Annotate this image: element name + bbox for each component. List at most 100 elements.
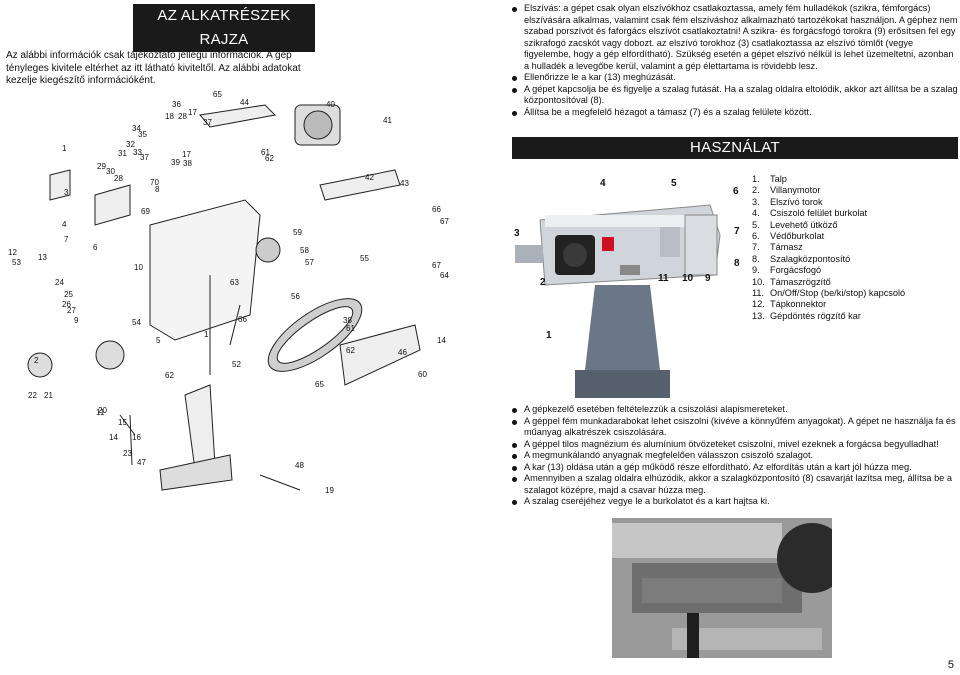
part-label: Csiszoló felület burkolat xyxy=(770,208,868,219)
diagram-part-label: 10 xyxy=(134,263,143,272)
diagram-part-label: 62 xyxy=(346,346,355,355)
parts-drawing-title: AZ ALKATRÉSZEK RAJZA xyxy=(133,4,315,52)
parts-list-item: 11.On/Off/Stop (be/ki/stop) kapcsoló xyxy=(752,288,957,299)
part-label: On/Off/Stop (be/ki/stop) kapcsoló xyxy=(770,288,906,299)
bullet-item: A gépet kapcsolja be és figyelje a szala… xyxy=(510,84,958,107)
photo-callout: 6 xyxy=(733,186,739,197)
diagram-part-label: 17 xyxy=(182,150,191,159)
part-label: Forgácsfogó xyxy=(770,265,822,276)
diagram-part-label: 32 xyxy=(126,140,135,149)
photo-callout: 7 xyxy=(734,226,740,237)
diagram-part-label: 41 xyxy=(383,116,392,125)
part-number: 6. xyxy=(752,231,760,242)
parts-list-item: 1. Talp xyxy=(752,174,957,185)
part-label: Védőburkolat xyxy=(770,231,825,242)
diagram-part-label: 59 xyxy=(293,228,302,237)
part-number: 12. xyxy=(752,299,765,310)
diagram-part-label: 11 xyxy=(96,408,105,417)
diagram-part-label: 4 xyxy=(62,220,67,229)
diagram-part-label: 69 xyxy=(141,207,150,216)
diagram-part-label: 38 xyxy=(183,159,192,168)
parts-list-item: 12. Tápkonnektor xyxy=(752,299,957,310)
bullet-item: Ellenőrizze le a kar (13) meghúzását. xyxy=(510,72,958,84)
diagram-part-label: 28 xyxy=(178,112,187,121)
diagram-part-label: 42 xyxy=(365,173,374,182)
diagram-part-label: 64 xyxy=(440,271,449,280)
parts-drawing-intro: Az alábbi információk csak tájékoztató j… xyxy=(6,50,301,86)
diagram-part-label: 24 xyxy=(55,278,64,287)
diagram-part-label: 66 xyxy=(432,205,441,214)
bullet-item: Elszívás: a gépet csak olyan elszívókhoz… xyxy=(510,3,958,72)
diagram-part-label: 30 xyxy=(106,167,115,176)
parts-list-item: 7. Támasz xyxy=(752,242,957,253)
part-number: 13. xyxy=(752,310,765,321)
part-label: Támasz xyxy=(770,242,803,253)
part-number: 10. xyxy=(752,276,765,287)
photo-callout: 1 xyxy=(546,330,552,341)
photo-callout: 10 xyxy=(682,273,694,284)
diagram-part-label: 1 xyxy=(62,144,67,153)
photo-callout: 11 xyxy=(658,273,669,284)
part-number: 4. xyxy=(752,208,760,219)
diagram-part-label: 20 xyxy=(98,406,107,415)
diagram-part-label: 61 xyxy=(261,148,270,157)
diagram-part-label: 57 xyxy=(305,258,314,267)
diagram-part-label: 39 xyxy=(171,158,180,167)
diagram-part-label: 52 xyxy=(232,360,241,369)
parts-list-item: 5. Levehető ütköző xyxy=(752,220,957,231)
part-label: Elszívó torok xyxy=(770,196,823,207)
diagram-part-label: 47 xyxy=(137,458,146,467)
bullet-item: A szalag cseréjéhez vegye le a burkolato… xyxy=(510,496,958,508)
diagram-part-label: 66 xyxy=(238,315,247,324)
diagram-part-label: 60 xyxy=(418,370,427,379)
diagram-part-label: 22 xyxy=(28,391,37,400)
part-label: Szalagközpontosító xyxy=(770,253,851,264)
diagram-part-label: 12 xyxy=(8,248,17,257)
extraction-instructions: Elszívás: a gépet csak olyan elszívókhoz… xyxy=(510,3,958,118)
diagram-part-label: 67 xyxy=(440,217,449,226)
part-number: 3. xyxy=(752,196,760,207)
diagram-part-label: 3 xyxy=(64,188,69,197)
diagram-part-label: 70 xyxy=(150,178,159,187)
photo-callout: 5 xyxy=(671,178,677,189)
diagram-part-label: 14 xyxy=(437,336,446,345)
diagram-part-label: 17 xyxy=(188,108,197,117)
diagram-part-label: 35 xyxy=(138,130,147,139)
parts-list-item: 4. Csiszoló felület burkolat xyxy=(752,208,957,219)
diagram-part-label: 65 xyxy=(213,90,222,99)
diagram-part-label: 55 xyxy=(360,254,369,263)
diagram-part-label: 37 xyxy=(140,153,149,162)
part-number: 5. xyxy=(752,219,760,230)
diagram-part-label: 48 xyxy=(295,461,304,470)
part-label: Villanymotor xyxy=(770,185,821,196)
part-label: Talp xyxy=(770,174,787,184)
part-number: 9. xyxy=(752,265,760,276)
part-number: 8. xyxy=(752,253,760,264)
diagram-part-label: 23 xyxy=(123,449,132,458)
part-label: Tápkonnektor xyxy=(770,299,827,310)
diagram-part-label: 14 xyxy=(109,433,118,442)
usage-instructions: A gépkezelő esetében feltételezzük a csi… xyxy=(510,404,958,508)
bullet-item: Amennyiben a szalag oldalra elhúzódik, a… xyxy=(510,473,958,496)
diagram-part-label: 7 xyxy=(64,235,69,244)
diagram-part-label: 28 xyxy=(114,174,123,183)
diagram-part-label: 40 xyxy=(326,100,335,109)
photo-callout: 8 xyxy=(734,258,740,269)
photo-callout: 2 xyxy=(540,277,546,288)
diagram-part-label: 1 xyxy=(204,330,209,339)
part-label: Levehető ütköző xyxy=(770,219,838,230)
diagram-part-label: 58 xyxy=(300,246,309,255)
diagram-part-label: 63 xyxy=(230,278,239,287)
part-label: Gépdöntés rögzítő kar xyxy=(770,310,861,321)
diagram-part-label: 21 xyxy=(44,391,53,400)
diagram-part-label: 15 xyxy=(118,418,127,427)
diagram-part-label: 31 xyxy=(118,149,127,158)
part-number: 7. xyxy=(752,242,760,253)
diagram-part-label: 27 xyxy=(67,306,76,315)
diagram-part-label: 54 xyxy=(132,318,141,327)
part-number: 1. xyxy=(752,174,760,184)
parts-list-item: 13. Gépdöntés rögzítő kar xyxy=(752,311,957,322)
diagram-part-label: 44 xyxy=(240,98,249,107)
